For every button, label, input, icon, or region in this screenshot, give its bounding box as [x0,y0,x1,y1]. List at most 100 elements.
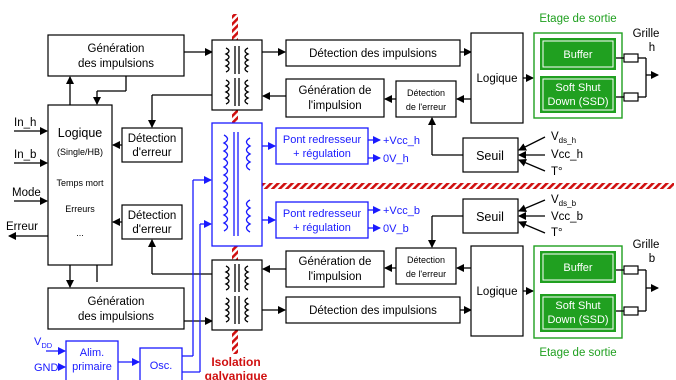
gnd-label: GND [34,362,59,374]
t-h-label: T° [551,166,563,178]
power-transformer-coils [222,132,252,236]
primary-supply-l1: Alim. [80,347,104,359]
oscillator [139,347,183,380]
logic-single-hb: (Single/HB) [57,147,103,157]
rectifier-top-l1: Pont redresseur [283,134,362,146]
0v-h-label: 0V_h [383,153,409,165]
grille-b-resistors [616,265,659,316]
grille-h-l2: h [649,42,655,54]
logique-right-top [470,32,524,124]
oscillator-label: Osc. [150,360,173,372]
power-transformer [211,122,263,247]
error-detection2-bottom-l1: Détection [407,255,445,265]
vcc-h-in-label: Vcc_h [551,149,583,161]
logic-temps-mort: Temps mort [56,178,104,188]
transformer-top [211,39,263,111]
error-detection-top-l1: Détection [128,133,177,145]
rectifier-bottom-l1: Pont redresseur [283,208,362,220]
ssd-top-inner [542,78,614,111]
rectifier-bottom-l2: + régulation [293,222,351,234]
output-stage-top [533,32,623,119]
ssd-bottom-inner [542,296,614,330]
vds-h-label: Vds_h [551,131,576,145]
logique-right-top-label: Logique [477,73,518,85]
arrow-t-h [518,159,546,172]
pulse-generation-top-l1: Génération [88,43,145,55]
transformer-top-coils [224,46,250,106]
error-detection2-top-l1: Détection [407,88,445,98]
vdd-label: VDD [34,336,53,350]
buffer-bottom [540,251,616,283]
buffer-top-inner [542,40,614,68]
vcc-b-out-label: +Vcc_b [383,205,420,217]
logic-erreurs: Erreurs [65,204,95,214]
transformer-bottom [211,259,263,331]
error-detection2-top [395,80,457,118]
vcc-b-in-label: Vcc_b [551,211,583,223]
error-detection2-bottom-l2: de l'erreur [406,269,446,279]
logic-block [47,104,113,266]
pulse-generation2-top-l2: l'impulsion [308,100,361,112]
ssd-top-l2: Down (SSD) [547,96,608,108]
error-detection-bottom-l1: Détection [128,210,177,222]
pulse-generation-top [47,34,185,77]
logic-title: Logique [58,126,103,140]
rectifier-top [275,127,369,165]
output-stage-bottom [533,245,623,339]
vcc-h-out-label: +Vcc_h [383,135,420,147]
ssd-top [540,76,616,113]
error-detection-top-l2: d'erreur [132,147,171,159]
primary-supply [65,340,119,380]
isolation-label-l1: Isolation [211,355,260,369]
rectifier-bottom [275,201,369,239]
ssd-bottom-l2: Down (SSD) [547,314,608,326]
pulse-generation-bottom [47,287,185,330]
logique-right-bottom [470,245,524,337]
pulse-generation2-bottom-l1: Génération de [299,256,372,268]
buffer-bottom-inner [542,253,614,281]
ssd-top-l1: Soft Shut [555,82,600,94]
error-detection-top [121,127,183,163]
pulse-generation2-bottom-l2: l'impulsion [308,271,361,283]
pulse-generation-top-l2: des impulsions [78,58,154,70]
vds-b-label: Vds_b [551,194,577,208]
grille-h-l1: Grille [633,28,660,40]
error-detection-bottom-l2: d'erreur [132,224,171,236]
pulse-generation2-bottom [285,250,385,288]
seuil-top [462,137,519,173]
seuil-bottom-label: Seuil [476,210,504,224]
output-stage-top-title: Etage de sortie [539,13,616,25]
output-erreur: Erreur [6,221,38,233]
transformer-bottom-coils [224,264,250,324]
output-stage-bottom-title: Etage de sortie [539,347,616,359]
pulse-detection-bottom [285,296,461,324]
buffer-top [540,38,616,70]
pulse-generation2-top [285,78,385,118]
logic-ellipsis: ... [76,228,84,238]
0v-b-label: 0V_b [383,223,409,235]
input-in-h: In_h [14,117,36,129]
ssd-bottom [540,294,616,332]
pulse-detection-top [285,39,461,67]
input-in-b: In_b [14,149,36,161]
ssd-bottom-l1: Soft Shut [555,300,600,312]
buffer-bottom-label: Buffer [563,262,592,274]
logique-right-bottom-label: Logique [477,286,518,298]
arrow-t-b [518,221,546,234]
grille-b-l1: Grille [633,239,660,251]
pulse-detection-top-label: Détection des impulsions [309,48,437,60]
grille-h-resistors [616,53,659,102]
pulse-generation-bottom-l1: Génération [88,296,145,308]
grille-b-l2: b [649,253,655,265]
input-mode: Mode [12,187,41,199]
arrow-vds-b [518,199,546,212]
buffer-top-label: Buffer [563,49,592,61]
arrow-vds-h [518,136,546,151]
primary-supply-l2: primaire [72,361,112,373]
pulse-generation2-top-l1: Génération de [299,85,372,97]
isolation-barrier-horizontal [262,183,674,189]
t-b-label: T° [551,227,563,239]
rectifier-top-l2: + régulation [293,148,351,160]
